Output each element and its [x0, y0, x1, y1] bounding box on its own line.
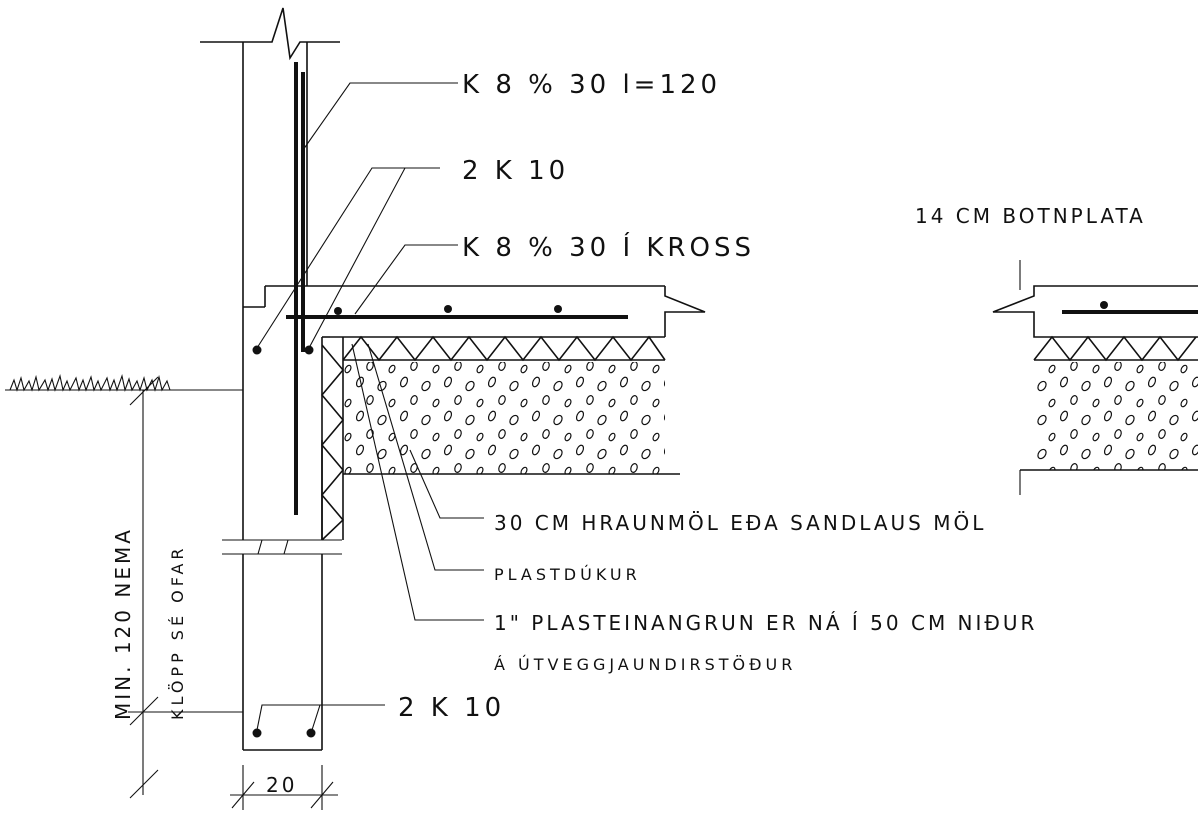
label-plastic: PLASTDÚKUR	[494, 565, 641, 584]
width-dimension	[230, 765, 338, 810]
label-depth-line1: MIN. 120 NEMA	[111, 527, 135, 720]
foundation-wall	[200, 7, 342, 751]
label-gravel: 30 CM HRAUNMÖL EÐA SANDLAUS MÖL	[494, 511, 986, 535]
floor-slab	[243, 285, 706, 338]
label-2k10-top: 2 K 10	[462, 156, 569, 186]
depth-dimension	[128, 376, 243, 799]
label-insulation-line2: Á ÚTVEGGJAUNDIRSTÖÐUR	[494, 655, 796, 674]
label-2k10-bottom: 2 K 10	[398, 693, 505, 723]
label-slab-title: 14 CM BOTNPLATA	[915, 204, 1146, 228]
label-depth-line2: KLÖPP SÉ OFAR	[168, 544, 187, 720]
insulation-vertical	[320, 337, 345, 541]
label-top-bar: K 8 % 30 l=120	[462, 70, 721, 100]
label-insulation-line1: 1" PLASTEINANGRUN ER NÁ Í 50 CM NIÐUR	[494, 611, 1037, 635]
gravel-fill	[343, 362, 680, 475]
label-wall-width: 20	[266, 773, 297, 797]
ground-grass	[5, 373, 243, 392]
label-cross-bars: K 8 % 30 Í KROSS	[462, 231, 755, 263]
leader-lines	[256, 82, 484, 731]
slab-detail-right	[992, 260, 1198, 495]
insulation-horizontal	[342, 335, 666, 362]
